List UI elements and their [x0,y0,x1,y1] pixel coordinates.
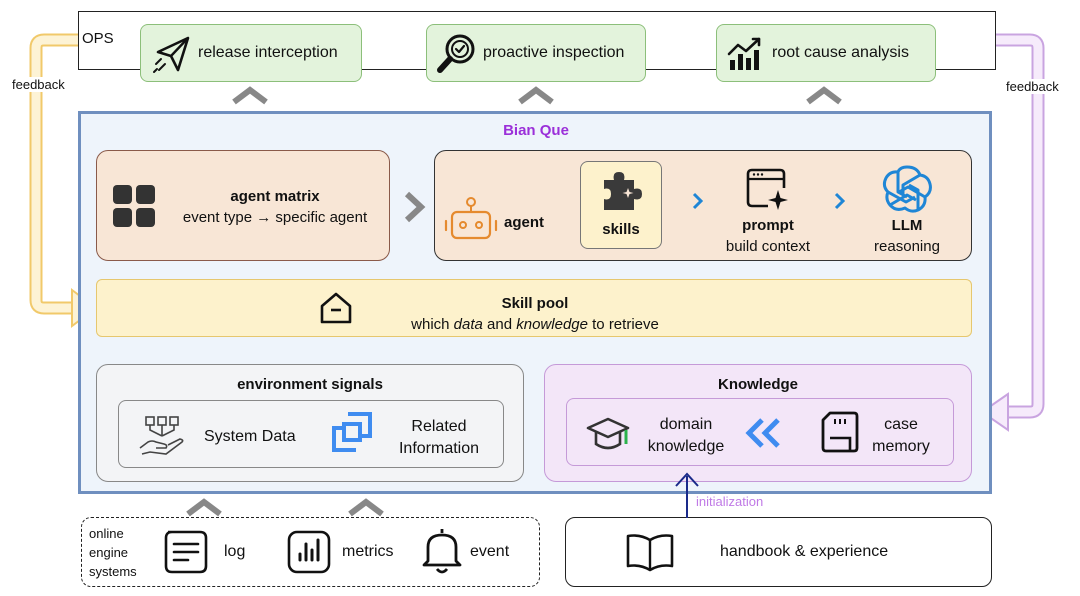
feedback-arrowhead-right [980,392,1009,432]
chevron-up-icon [186,498,222,517]
agent-pipeline-box [434,150,972,261]
llm-subtitle: reasoning [874,238,940,255]
skill-pool-desc-pre: which [411,316,454,333]
case-memory-line1: case [884,416,918,433]
knowledge-inner [566,398,954,466]
log-document-icon [164,530,208,574]
related-information-line1: Related [411,418,467,435]
skill-pool-desc-mid: and [482,316,517,333]
double-chevron-left-icon [745,418,780,448]
magnifier-check-icon [437,34,475,73]
bell-icon [422,529,462,574]
agent-label: agent [504,214,545,231]
chevron-right-icon [692,192,704,210]
related-information-line2: Information [398,440,480,457]
log-label: log [224,543,246,560]
prompt-subtitle: build context [725,238,811,255]
grid-icon [113,185,155,227]
robot-icon [444,197,498,240]
online-engine-line3: systems [89,564,137,579]
skill-pool-desc-knowledge: knowledge [516,316,588,333]
ops-item-proactive-inspection [426,24,646,82]
system-data-label: System Data [204,428,296,445]
initialization-arrow [675,472,699,518]
domain-knowledge-line2: knowledge [647,438,725,455]
puzzle-icon [604,172,642,210]
ops-item-release-interception [140,24,362,82]
chevron-right-icon [404,191,426,223]
sd-card-icon [821,411,859,453]
environment-signals-title: environment signals [237,376,383,393]
openai-logo-icon [882,165,932,213]
link-squares-icon [332,412,372,452]
chevron-up-icon [518,86,554,105]
home-icon [320,292,352,324]
ops-item-label: proactive inspection [483,44,625,61]
domain-knowledge-line1: domain [659,416,713,433]
online-engine-line1: online [89,526,124,541]
skill-pool-title: Skill pool [501,295,569,312]
prompt-title: prompt [742,217,794,234]
chevron-up-icon [348,498,384,517]
ops-item-label: root cause analysis [772,44,909,61]
chevron-up-icon [806,86,842,105]
ops-item-label: release interception [198,44,338,61]
ops-label: OPS [82,30,114,47]
skill-pool-description: which data and knowledge to retrieve [360,316,710,333]
handbook-experience-box [565,517,992,587]
bar-chart-trend-icon [727,37,761,70]
knowledge-title: Knowledge [717,376,798,393]
feedback-label-right: feedback [1004,79,1061,94]
skill-pool-box [96,279,972,337]
paper-plane-icon [153,36,190,73]
prompt-sparkle-icon [746,168,788,210]
chevron-right-icon [834,192,846,210]
ops-item-root-cause-analysis [716,24,936,82]
environment-signals-inner [118,400,504,468]
event-label: event [470,543,510,560]
online-engine-line2: engine [89,545,129,560]
skills-label: skills [602,221,640,238]
initialization-label: initialization [694,494,766,509]
llm-title: LLM [891,217,923,234]
metrics-chart-icon [287,530,331,574]
metrics-label: metrics [342,543,394,560]
chevron-up-icon [232,86,268,105]
graduation-cap-icon [586,417,630,450]
feedback-label-left: feedback [10,77,67,92]
case-memory-line2: memory [872,438,930,455]
agent-matrix-box [96,150,390,261]
data-hand-icon [139,416,184,455]
bian-que-title: Bian Que [503,122,569,139]
handbook-label: handbook & experience [720,543,889,560]
agent-matrix-subtitle: event type → specific agent [182,209,368,226]
book-icon [626,534,674,572]
agent-matrix-title: agent matrix [230,188,320,205]
skill-pool-desc-post: to retrieve [587,316,659,333]
skill-pool-desc-data: data [453,316,483,333]
